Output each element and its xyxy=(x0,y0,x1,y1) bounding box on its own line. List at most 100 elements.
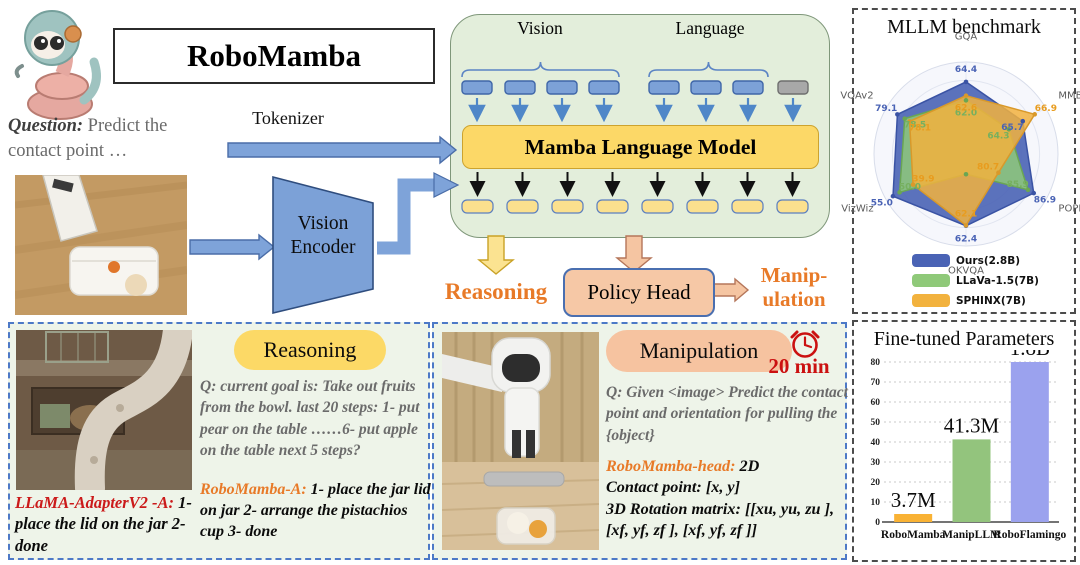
radar-vertex-dot xyxy=(890,193,896,199)
bar-value-label: 1.8B xyxy=(1010,350,1050,360)
radar-vertex-dot xyxy=(1006,126,1012,132)
manipulation-badge: Manipulation xyxy=(606,330,792,372)
radar-axis-label: VQAv2 xyxy=(840,91,873,102)
legend-item: SPHINX(7B) xyxy=(912,294,1039,307)
legend-label: SPHINX(7B) xyxy=(956,294,1026,307)
radar-vertex-dot xyxy=(1025,187,1031,193)
radar-value-label: 64.4 xyxy=(955,65,977,75)
radar-value-label: 39.9 xyxy=(912,175,934,185)
manipulation-arrow xyxy=(711,277,750,303)
radar-value-label: 80.7 xyxy=(977,163,999,173)
radar-vertex-dot xyxy=(895,112,900,117)
manipulation-question-text: Q: Given <image> Predict the contact poi… xyxy=(606,384,848,444)
radar-value-label: 62.4 xyxy=(955,235,977,245)
bar-ytick-label: 20 xyxy=(871,478,881,488)
radar-axis-label: OKVQA xyxy=(948,266,984,277)
head-answer-2d: 2D xyxy=(739,457,760,475)
bar-chart-title: Fine-tuned Parameters xyxy=(873,328,1055,350)
manipulation-example-panel: Manipulation 20 min Q: Given <image> Pre… xyxy=(432,322,848,560)
radar-vertex-dot xyxy=(1031,190,1037,196)
mamba-language-model-box: Mamba Language Model xyxy=(462,125,819,169)
radar-value-label: 62.0 xyxy=(955,108,977,118)
baseline-answer-text: 1-place the lid on the jar 2-done xyxy=(15,493,192,555)
parameters-bar-chart: 010203040506070803.7MRoboMamba41.3MManip… xyxy=(871,350,1067,541)
radar-value-label: 85.9 xyxy=(1007,180,1029,190)
bar-ytick-label: 50 xyxy=(871,418,881,428)
reasoning-arrow xyxy=(477,235,515,275)
radar-value-label: 78.1 xyxy=(909,123,931,133)
radar-vertex-dot xyxy=(963,171,969,177)
bar-roboflamingo xyxy=(1010,362,1049,522)
reasoning-example-panel: LLaMA-AdapterV2 -A: 1-place the lid on t… xyxy=(8,322,431,560)
legend-swatch xyxy=(912,294,950,307)
policy-head-arrow xyxy=(615,235,653,273)
question-label: Question: xyxy=(8,116,84,136)
radar-value-label: 55.0 xyxy=(871,199,893,209)
radar-value-label: 86.9 xyxy=(1034,196,1056,206)
radar-vertex-dot xyxy=(902,116,908,121)
legend-item: Ours(2.8B) xyxy=(912,254,1039,267)
radar-value-label: 50.0 xyxy=(899,182,921,192)
radar-vertex-dot xyxy=(963,98,969,103)
manipulation-output-label: Manip- ulation xyxy=(760,263,828,312)
radar-vertex-dot xyxy=(996,170,1001,176)
legend-label: LLaVa-1.5(7B) xyxy=(956,274,1039,287)
radar-vertex-dot xyxy=(963,93,969,99)
robomamba-a-label: RoboMamba-A: xyxy=(200,481,307,498)
radar-vertex-dot xyxy=(1020,118,1026,124)
reasoning-output-label: Reasoning xyxy=(444,279,548,304)
bar-category-label: RoboMamba xyxy=(881,529,946,541)
robomamba-answer-block: RoboMamba-A: 1- place the jar lid on jar… xyxy=(200,480,434,542)
inference-time-label: 20 min xyxy=(768,354,830,378)
radar-axis-label: GQA xyxy=(955,31,978,42)
radar-vertex-dot xyxy=(963,223,969,228)
bar-ytick-label: 40 xyxy=(871,438,881,448)
radar-value-label: 65.7 xyxy=(1001,123,1023,133)
legend-swatch xyxy=(912,254,950,267)
radar-vertex-dot xyxy=(897,190,902,195)
robot-snake-mascot xyxy=(10,4,110,122)
mllm-radar-chart: 64.462.062.665.764.366.986.985.980.762.4… xyxy=(840,31,1080,276)
encoder-to-mamba-arrow xyxy=(377,178,436,255)
contact-point-line: Contact point: [x, y] xyxy=(606,478,740,497)
bar-ytick-label: 70 xyxy=(871,378,881,388)
vision-tokens-label: Vision xyxy=(517,18,563,38)
input-question-text: Question: Predict the contact point … xyxy=(8,114,220,164)
radar-value-label: 62.1 xyxy=(955,209,977,219)
image-to-encoder-arrow xyxy=(189,233,276,261)
bar-manipllm xyxy=(952,439,991,522)
robomamba-head-label: RoboMamba-head: xyxy=(606,457,736,475)
bar-category-label: RoboFlamingo xyxy=(993,529,1066,541)
legend-label: Ours(2.8B) xyxy=(956,254,1021,267)
baseline-answer-block: LLaMA-AdapterV2 -A: 1-place the lid on t… xyxy=(15,492,215,556)
radar-value-label: 79.1 xyxy=(875,104,897,114)
radar-vertex-dot xyxy=(910,182,916,187)
bar-value-label: 41.3M xyxy=(944,413,1000,437)
radar-vertex-dot xyxy=(907,119,912,124)
rotation-matrix-line: 3D Rotation matrix: [[xu, yu, zu ],[xf, … xyxy=(606,499,835,540)
radar-value-label: 78.5 xyxy=(904,121,926,131)
tokenizer-label: Tokenizer xyxy=(252,108,324,128)
clock-icon xyxy=(789,328,821,360)
bar-ytick-label: 10 xyxy=(871,498,881,508)
bar-ytick-label: 0 xyxy=(875,518,880,528)
radar-chart-title: MLLM benchmark xyxy=(887,16,1041,38)
vision-encoder-label: Vision Encoder xyxy=(290,213,356,259)
reasoning-question-text: Q: current goal is: Take out fruits from… xyxy=(200,378,420,460)
policy-head-box: Policy Head xyxy=(563,268,715,317)
radar-value-label: 64.3 xyxy=(987,131,1009,141)
legend-item: LLaVa-1.5(7B) xyxy=(912,274,1039,287)
radar-legend: Ours(2.8B) LLaVa-1.5(7B) SPHINX(7B) xyxy=(912,254,1039,307)
tokenizer-arrow xyxy=(227,135,458,165)
language-tokens-label: Language xyxy=(675,18,745,38)
radar-vertex-dot xyxy=(963,79,969,85)
figure-title-box: RoboMamba xyxy=(113,28,435,84)
radar-axis-label: POPE xyxy=(1058,203,1080,214)
radar-axis-label: MMB xyxy=(1058,91,1080,102)
bar-robomamba xyxy=(894,514,933,522)
radar-vertex-dot xyxy=(1032,112,1038,117)
bar-ytick-label: 80 xyxy=(871,358,881,368)
